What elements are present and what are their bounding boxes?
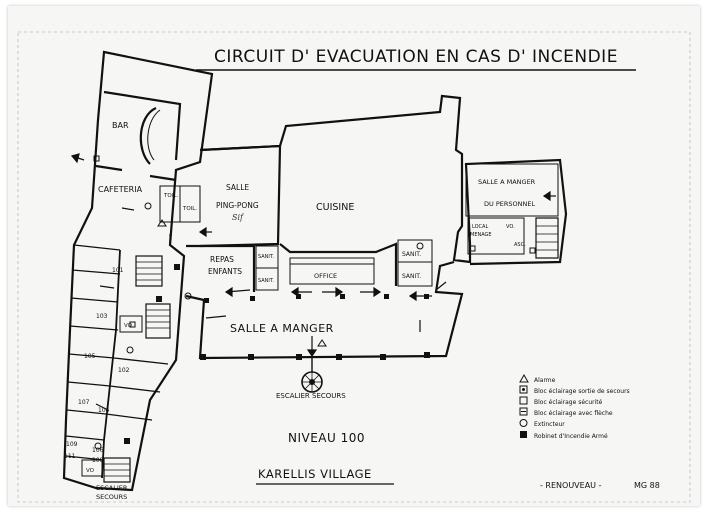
label-secours: SECOURS	[96, 493, 127, 501]
legend: Alarme Bloc éclairage sortie de secours …	[519, 373, 630, 440]
sheet-frame	[17, 31, 691, 503]
label-vo-right: VO.	[506, 224, 515, 230]
label-toil-1: TOIL.	[163, 193, 178, 199]
repas-enfants-walls	[186, 244, 256, 292]
legend-label: Bloc éclairage sécurité	[534, 399, 603, 406]
label-enfants: ENFANTS	[208, 267, 242, 276]
label-ping-pong: PING-PONG	[216, 201, 259, 210]
safety-equipment	[93, 155, 536, 450]
plan-title: CIRCUIT D' EVACUATION EN CAS D' INCENDIE	[214, 47, 618, 67]
room-number: 108	[92, 457, 104, 464]
label-sanit-3: SANIT.	[402, 251, 421, 258]
legend-square-dot-icon	[519, 385, 528, 394]
label-staff-dining-1: SALLE A MANGER	[478, 178, 536, 186]
label-vo-upper: VO	[124, 323, 133, 329]
legend-label: Bloc éclairage avec flèche	[534, 410, 613, 417]
room-number: 106	[92, 447, 104, 454]
label-escalier: ESCALIER	[96, 484, 128, 492]
cuisine-walls	[279, 242, 398, 286]
left-wing	[62, 50, 214, 492]
label-repas: REPAS	[210, 255, 234, 264]
room-number: 101	[112, 267, 124, 274]
stair-lower	[103, 457, 131, 483]
label-sanit-1: SANIT.	[258, 254, 274, 260]
level-label: NIVEAU 100	[288, 431, 365, 445]
stair-upper	[135, 255, 163, 287]
drawing-ref: MG 88	[634, 481, 660, 490]
site-label: KARELLIS VILLAGE	[258, 467, 372, 481]
legend-square-arrow-icon	[519, 407, 528, 416]
bar-counter	[139, 106, 157, 165]
legend-filled-square-icon	[520, 431, 527, 438]
legend-label: Robinet d'Incendie Armé	[534, 433, 608, 440]
signature: - RENOUVEAU -	[540, 481, 602, 490]
label-vo-lower: VO	[86, 468, 95, 474]
legend-square-icon	[519, 396, 528, 405]
cafeteria-wall-b	[149, 174, 177, 182]
spiral-stair	[301, 358, 323, 393]
label-toil-2: TOIL.	[182, 206, 197, 212]
label-cafeteria: CAFETERIA	[98, 185, 143, 194]
legend-circle-icon	[519, 419, 528, 427]
room-numbers: 101 103 102 105 104 107 106 109 108 111	[64, 267, 130, 464]
bar-wall	[103, 90, 182, 161]
label-asc: ASC.	[514, 242, 526, 248]
room-number: 111	[64, 453, 76, 460]
label-salle: SALLE	[226, 183, 249, 192]
stair-middle	[145, 303, 171, 339]
office-room	[289, 257, 375, 285]
room-number: 107	[78, 399, 90, 406]
room-number: 102	[118, 367, 130, 374]
cafeteria-wall-a	[95, 164, 123, 172]
legend-label: Bloc éclairage sortie de secours	[534, 388, 630, 395]
label-cuisine: CUISINE	[316, 202, 354, 213]
plan-sheet	[8, 6, 700, 506]
main-outline-top	[199, 94, 568, 266]
label-staff-dining-2: DU PERSONNEL	[484, 200, 535, 208]
guest-rooms	[65, 244, 177, 479]
left-wing-outline	[62, 50, 214, 492]
staff-dining-room	[465, 163, 559, 217]
label-menage: MENAGE	[470, 232, 492, 238]
label-sanit-4: SANIT.	[402, 273, 421, 280]
local-menage-room	[467, 217, 525, 255]
room-number: 104	[98, 407, 110, 414]
evacuation-arrows	[70, 153, 556, 411]
label-bar: BAR	[112, 121, 129, 130]
vo-box-upper	[119, 315, 143, 333]
legend-label: Extincteur	[534, 421, 565, 428]
room-labels: BAR CAFETERIA TOIL. TOIL. SALLE PING-PON…	[86, 121, 536, 501]
main-building	[185, 94, 568, 393]
legend-triangle-icon	[519, 373, 529, 383]
label-salle-a-manger: SALLE A MANGER	[230, 322, 334, 335]
room-number: 103	[96, 313, 108, 320]
ping-pong-walls	[199, 144, 282, 248]
main-outline-bottom	[185, 260, 464, 360]
room-number: 109	[66, 441, 78, 448]
sanit-right-block	[397, 239, 433, 287]
label-escalier-secours: ESCALIER SECOURS	[276, 392, 346, 400]
vo-box-lower	[81, 459, 103, 477]
stair-right	[535, 217, 559, 259]
handwritten-annotation: Sif	[232, 213, 245, 222]
legend-label: Alarme	[534, 377, 556, 384]
label-office: OFFICE	[314, 272, 337, 280]
legend-square-dot-center	[522, 388, 525, 391]
room-number: 105	[84, 353, 96, 360]
label-sanit-2: SANIT.	[258, 278, 274, 284]
bar-counter-inner	[147, 109, 161, 161]
label-local: LOCAL	[472, 224, 488, 230]
